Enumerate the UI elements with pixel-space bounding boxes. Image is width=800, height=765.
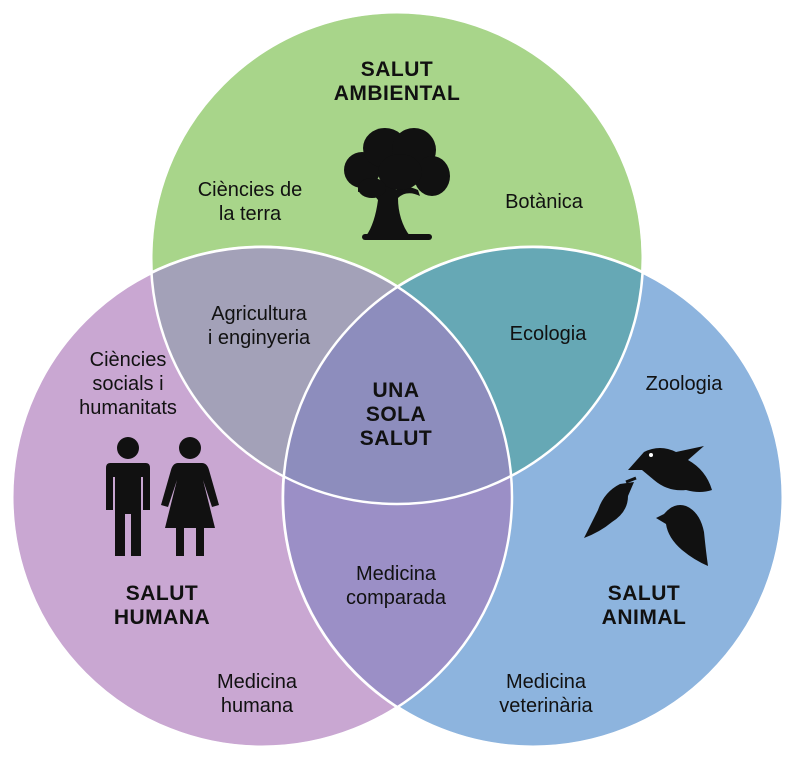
social-sciences-label: Ciències socials i humanitats xyxy=(79,349,177,419)
ecology-label: Ecologia xyxy=(509,323,587,345)
animal-health-title: SALUT ANIMAL xyxy=(601,582,687,629)
human-medicine-label: Medicina humana xyxy=(216,671,298,717)
human-health-title: SALUT HUMANA xyxy=(113,582,211,629)
tree-icon xyxy=(344,128,450,240)
agriculture-label: Agricultura i enginyeria xyxy=(207,303,311,349)
one-health-title: UNA SOLA SALUT xyxy=(359,379,433,450)
birds-icon xyxy=(584,446,712,566)
comparative-medicine-label: Medicina comparada xyxy=(345,563,447,609)
environmental-health-title: SALUT AMBIENTAL xyxy=(333,58,461,105)
botany-label: Botànica xyxy=(505,191,583,213)
zoology-label: Zoologia xyxy=(645,373,723,395)
veterinary-medicine-label: Medicina veterinària xyxy=(499,671,593,717)
earth-sciences-label: Ciències de la terra xyxy=(197,179,303,225)
overlap-center xyxy=(283,247,512,504)
people-icon xyxy=(106,437,219,556)
